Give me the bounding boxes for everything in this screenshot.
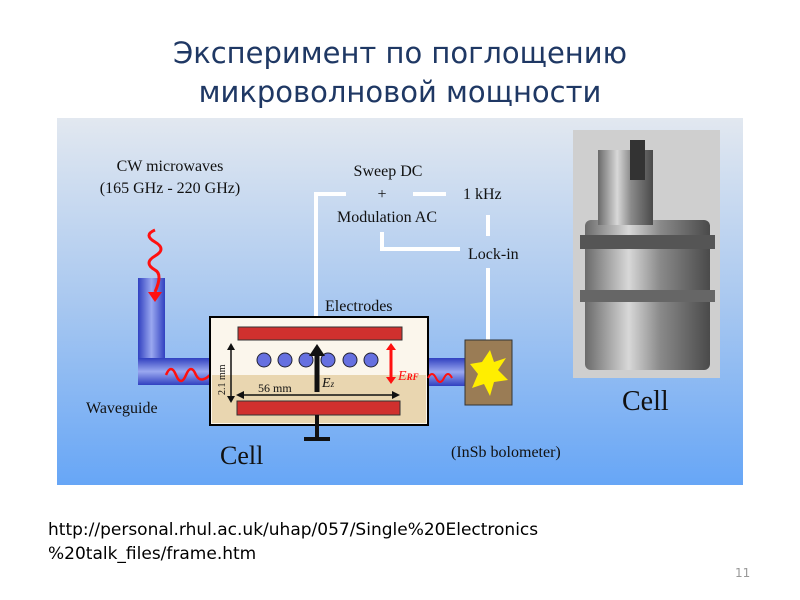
page-number: 11 [735,566,751,580]
electrodes-label: Electrodes [325,298,393,315]
source-link-line2[interactable]: %20talk_files/frame.htm [48,544,257,564]
height-dimension: 2.1 mm [217,364,228,395]
bolometer-label: (InSb bolometer) [451,444,561,461]
microwave-wave-icon [147,228,163,293]
ground-icon [304,437,330,441]
sweep-label: Sweep DC [354,163,423,180]
slide-title-line2: микроволновой мощности [198,75,602,109]
plus-label: + [377,186,386,203]
cw-label-2: (165 GHz - 220 GHz) [100,180,240,197]
microwave-wave-icon [164,367,213,383]
source-link-line1[interactable]: http://personal.rhul.ac.uk/uhap/057/Sing… [48,520,539,540]
modulation-label: Modulation AC [337,209,437,226]
bottom-electrode [236,400,401,416]
wires [314,192,490,340]
top-electrode [237,326,403,341]
cw-label-1: CW microwaves [117,158,224,175]
experiment-diagram: Cell 2.1 mm 56 mm Ez ERF CW microwaves (… [57,118,743,485]
frequency-label: 1 kHz [463,186,502,203]
photo-cell-label: Cell [622,386,669,417]
cell-photo [573,130,720,378]
cell-label: Cell [220,441,263,470]
erf-label: ERF [397,369,419,384]
waveguide-right [428,358,466,386]
ez-label: Ez [321,376,335,391]
flash-icon [470,350,508,396]
electrons [256,352,379,368]
waveguide-label: Waveguide [86,400,158,417]
width-dimension: 56 mm [258,381,292,395]
lockin-label: Lock-in [468,246,519,263]
slide-title-line1: Эксперимент по поглощению [172,36,628,70]
